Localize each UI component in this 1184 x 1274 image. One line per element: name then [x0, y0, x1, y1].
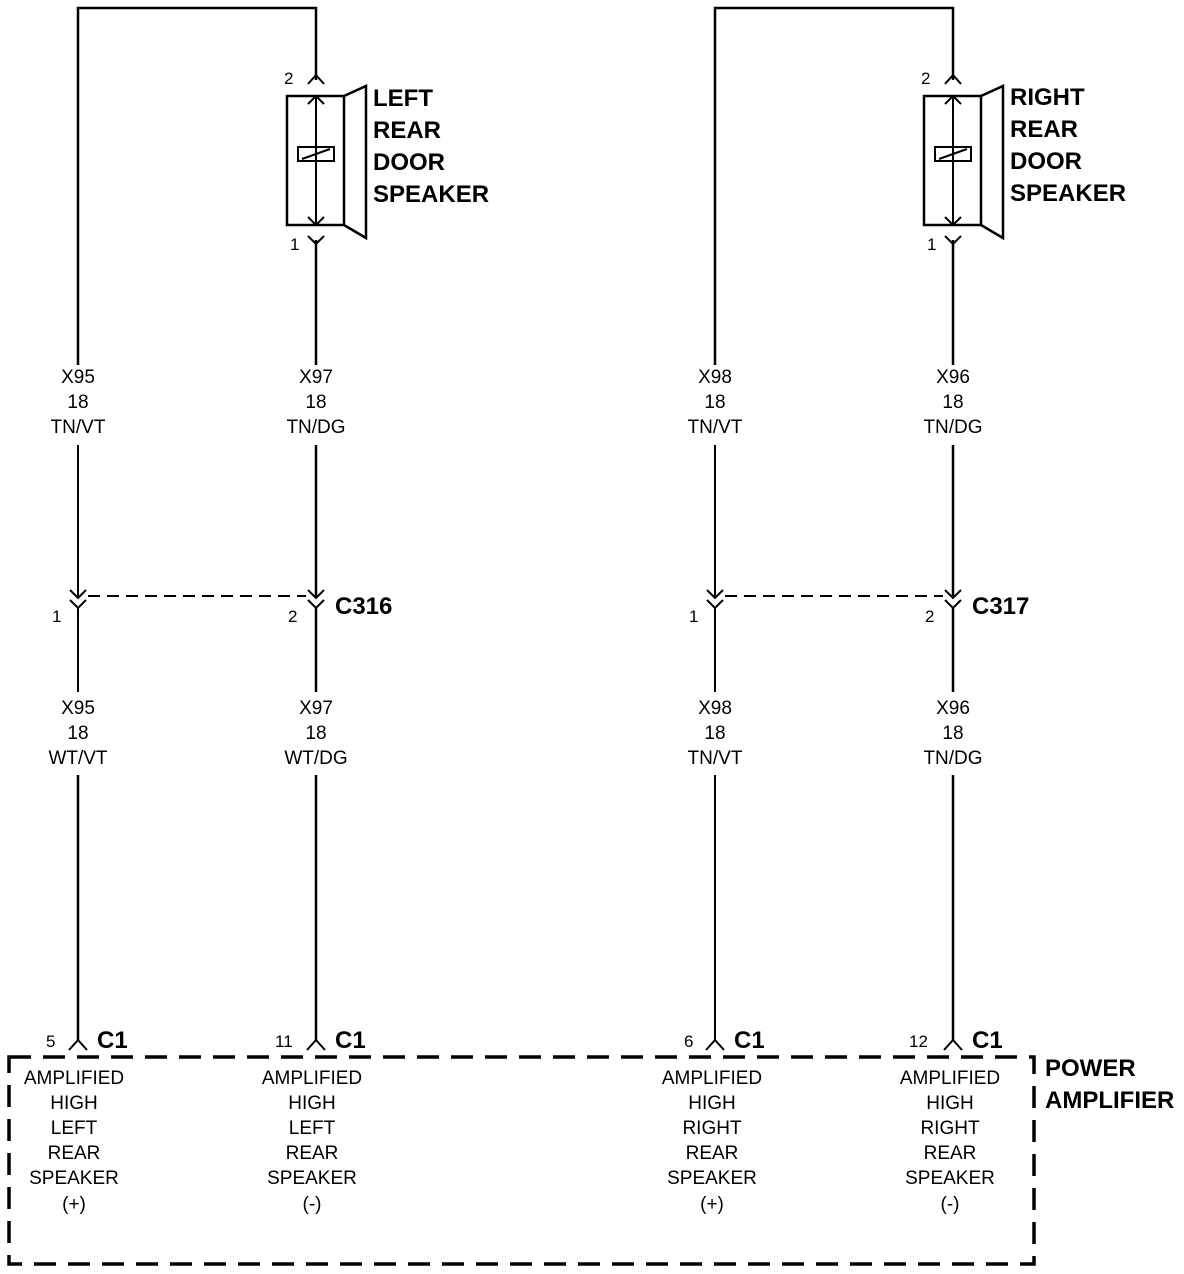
wire-x96-upper-gauge: 18 [942, 392, 963, 413]
right-speaker-pin-1: 1 [927, 235, 936, 254]
desc-11-line-3: LEFT [289, 1118, 336, 1139]
wire-x95-lower-color: WT/VT [48, 748, 107, 769]
wire-x96-lower-color: TN/DG [923, 748, 982, 769]
desc-6-line-5: SPEAKER [667, 1168, 757, 1189]
wire-x96-lower-gauge: 18 [942, 723, 963, 744]
wire-x98-upper-gauge: 18 [704, 392, 725, 413]
desc-11-line-2: HIGH [288, 1093, 336, 1114]
wire-x98-lower-color: TN/VT [688, 748, 743, 769]
desc-11-line-6: (-) [303, 1194, 322, 1215]
wire-x97-lower-color: WT/DG [284, 748, 347, 769]
wire-x95-upper-gauge: 18 [67, 392, 88, 413]
power-amplifier-label-1: POWER [1045, 1055, 1136, 1082]
mid-wire-segments [77, 608, 955, 692]
desc-6-line-1: AMPLIFIED [662, 1068, 762, 1089]
terminal-6-connector: C1 [734, 1027, 765, 1054]
wire-x97-upper-circuit: X97 [299, 367, 333, 388]
amplifier-terminals: 5 C1 11 C1 6 C1 12 C1 [46, 1027, 1003, 1054]
c316-pin-2: 2 [288, 607, 297, 626]
power-amplifier: POWER AMPLIFIER [7, 1055, 1174, 1266]
desc-5-line-2: HIGH [50, 1093, 98, 1114]
wire-x98-upper-color: TN/VT [688, 417, 743, 438]
desc-6-line-3: RIGHT [682, 1118, 742, 1139]
wire-x95-lower-gauge: 18 [67, 723, 88, 744]
wire-x98-lower-gauge: 18 [704, 723, 725, 744]
desc-12-line-2: HIGH [926, 1093, 974, 1114]
right-rear-door-speaker: 2 1 RIGHT REAR DOOR SPEAKER [713, 6, 1126, 365]
wire-x98-lower-circuit: X98 [698, 698, 732, 719]
desc-11-line-5: SPEAKER [267, 1168, 357, 1189]
wire-x97-upper-gauge: 18 [305, 392, 326, 413]
left-speaker-label-3: DOOR [373, 149, 445, 176]
c316-label: C316 [335, 593, 392, 620]
wire-x96-lower-circuit: X96 [936, 698, 970, 719]
wire-x97-lower-gauge: 18 [305, 723, 326, 744]
terminal-12-connector: C1 [972, 1027, 1003, 1054]
desc-5-line-3: LEFT [51, 1118, 98, 1139]
desc-11-line-4: REAR [286, 1143, 339, 1164]
upper-wire-segments [77, 445, 955, 598]
terminal-pin-12: 12 [909, 1032, 928, 1051]
right-speaker-label-1: RIGHT [1010, 84, 1085, 111]
power-amplifier-outline [7, 1055, 1036, 1266]
desc-6-line-6: (+) [700, 1194, 724, 1215]
desc-5-line-1: AMPLIFIED [24, 1068, 124, 1089]
wire-x97-upper-color: TN/DG [286, 417, 345, 438]
lower-wire-segments [76, 775, 955, 1040]
desc-11-line-1: AMPLIFIED [262, 1068, 362, 1089]
wire-x98-upper-circuit: X98 [698, 367, 732, 388]
left-speaker-pin-1: 1 [290, 235, 299, 254]
desc-12-line-6: (-) [941, 1194, 960, 1215]
terminal-5-connector: C1 [97, 1027, 128, 1054]
wire-x95-lower-circuit: X95 [61, 698, 95, 719]
desc-6-line-2: HIGH [688, 1093, 736, 1114]
power-amplifier-label-2: AMPLIFIER [1045, 1087, 1174, 1114]
c317-pin-2: 2 [925, 607, 934, 626]
wire-x97-lower-circuit: X97 [299, 698, 333, 719]
left-speaker-label-1: LEFT [373, 85, 433, 112]
c317-pin-1: 1 [689, 607, 698, 626]
right-speaker-label-2: REAR [1010, 116, 1078, 143]
desc-12-line-4: REAR [924, 1143, 977, 1164]
upper-wire-labels: X95 18 TN/VT X97 18 TN/DG X98 18 TN/VT X… [51, 367, 983, 438]
desc-5-line-5: SPEAKER [29, 1168, 119, 1189]
desc-5-line-6: (+) [62, 1194, 86, 1215]
c316-pin-1: 1 [52, 607, 61, 626]
wire-x95-upper-color: TN/VT [51, 417, 106, 438]
c317-label: C317 [972, 593, 1029, 620]
terminal-pin-6: 6 [684, 1032, 693, 1051]
desc-5-line-4: REAR [48, 1143, 101, 1164]
terminal-pin-11: 11 [275, 1032, 293, 1051]
lower-wire-labels: X95 18 WT/VT X97 18 WT/DG X98 18 TN/VT X… [48, 698, 982, 769]
right-speaker-pin-2: 2 [921, 69, 930, 88]
desc-12-line-1: AMPLIFIED [900, 1068, 1000, 1089]
right-speaker-label-3: DOOR [1010, 148, 1082, 175]
desc-12-line-5: SPEAKER [905, 1168, 995, 1189]
left-rear-door-speaker: 2 1 LEFT REAR DOOR SPEAKER [76, 6, 489, 365]
terminal-11-connector: C1 [335, 1027, 366, 1054]
terminal-pin-5: 5 [46, 1032, 55, 1051]
left-speaker-label-4: SPEAKER [373, 181, 489, 208]
wire-x95-upper-circuit: X95 [61, 367, 95, 388]
connector-c317: 1 2 C317 [689, 589, 1029, 626]
wire-x96-upper-color: TN/DG [923, 417, 982, 438]
desc-12-line-3: RIGHT [920, 1118, 980, 1139]
desc-6-line-4: REAR [686, 1143, 739, 1164]
wire-x96-upper-circuit: X96 [936, 367, 970, 388]
terminal-descriptions: AMPLIFIED HIGH LEFT REAR SPEAKER (+) AMP… [24, 1068, 1000, 1215]
left-speaker-label-2: REAR [373, 117, 441, 144]
right-speaker-label-4: SPEAKER [1010, 180, 1126, 207]
left-speaker-pin-2: 2 [284, 69, 293, 88]
connector-c316: 1 2 C316 [52, 589, 392, 626]
